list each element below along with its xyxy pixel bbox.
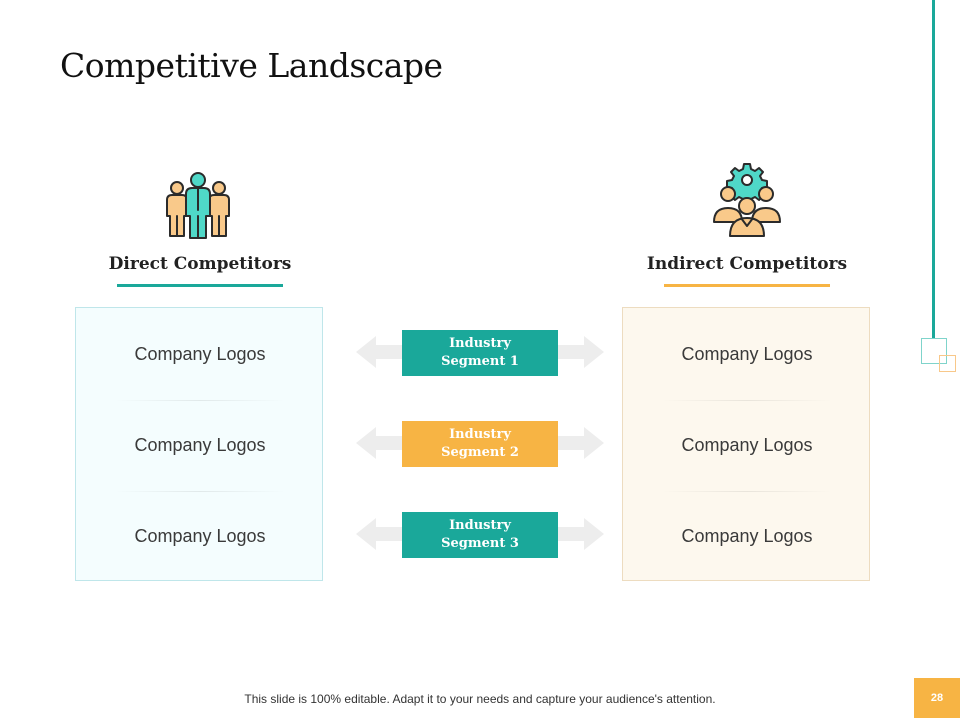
decorative-square-small	[939, 355, 956, 372]
indirect-heading-underline	[664, 284, 830, 287]
company-logos-placeholder: Company Logos	[134, 344, 266, 364]
indirect-competitors-panel: Company Logos Company Logos Company Logo…	[622, 307, 870, 581]
people-group-icon	[160, 170, 236, 242]
company-logos-placeholder: Company Logos	[134, 526, 266, 546]
slide-title: Competitive Landscape	[60, 46, 443, 85]
row-separator	[115, 491, 285, 492]
decorative-square	[921, 338, 947, 364]
row-separator	[662, 400, 832, 401]
company-logos-placeholder: Company Logos	[681, 526, 813, 546]
row-separator	[115, 400, 285, 401]
direct-heading-underline	[117, 284, 283, 287]
team-gear-icon	[710, 160, 784, 240]
industry-segment-2: Industry Segment 2	[402, 421, 558, 467]
row-separator	[662, 491, 832, 492]
industry-segment-3: Industry Segment 3	[402, 512, 558, 558]
decorative-line	[932, 0, 935, 338]
footer-note: This slide is 100% editable. Adapt it to…	[244, 692, 716, 706]
direct-competitors-panel: Company Logos Company Logos Company Logo…	[75, 307, 323, 581]
indirect-competitors-heading: Indirect Competitors	[646, 254, 848, 274]
company-logos-placeholder: Company Logos	[681, 435, 813, 455]
company-logos-placeholder: Company Logos	[134, 435, 266, 455]
page-number: 28	[914, 678, 960, 718]
direct-competitors-heading: Direct Competitors	[108, 254, 292, 274]
company-logos-placeholder: Company Logos	[681, 344, 813, 364]
industry-segment-1: Industry Segment 1	[402, 330, 558, 376]
